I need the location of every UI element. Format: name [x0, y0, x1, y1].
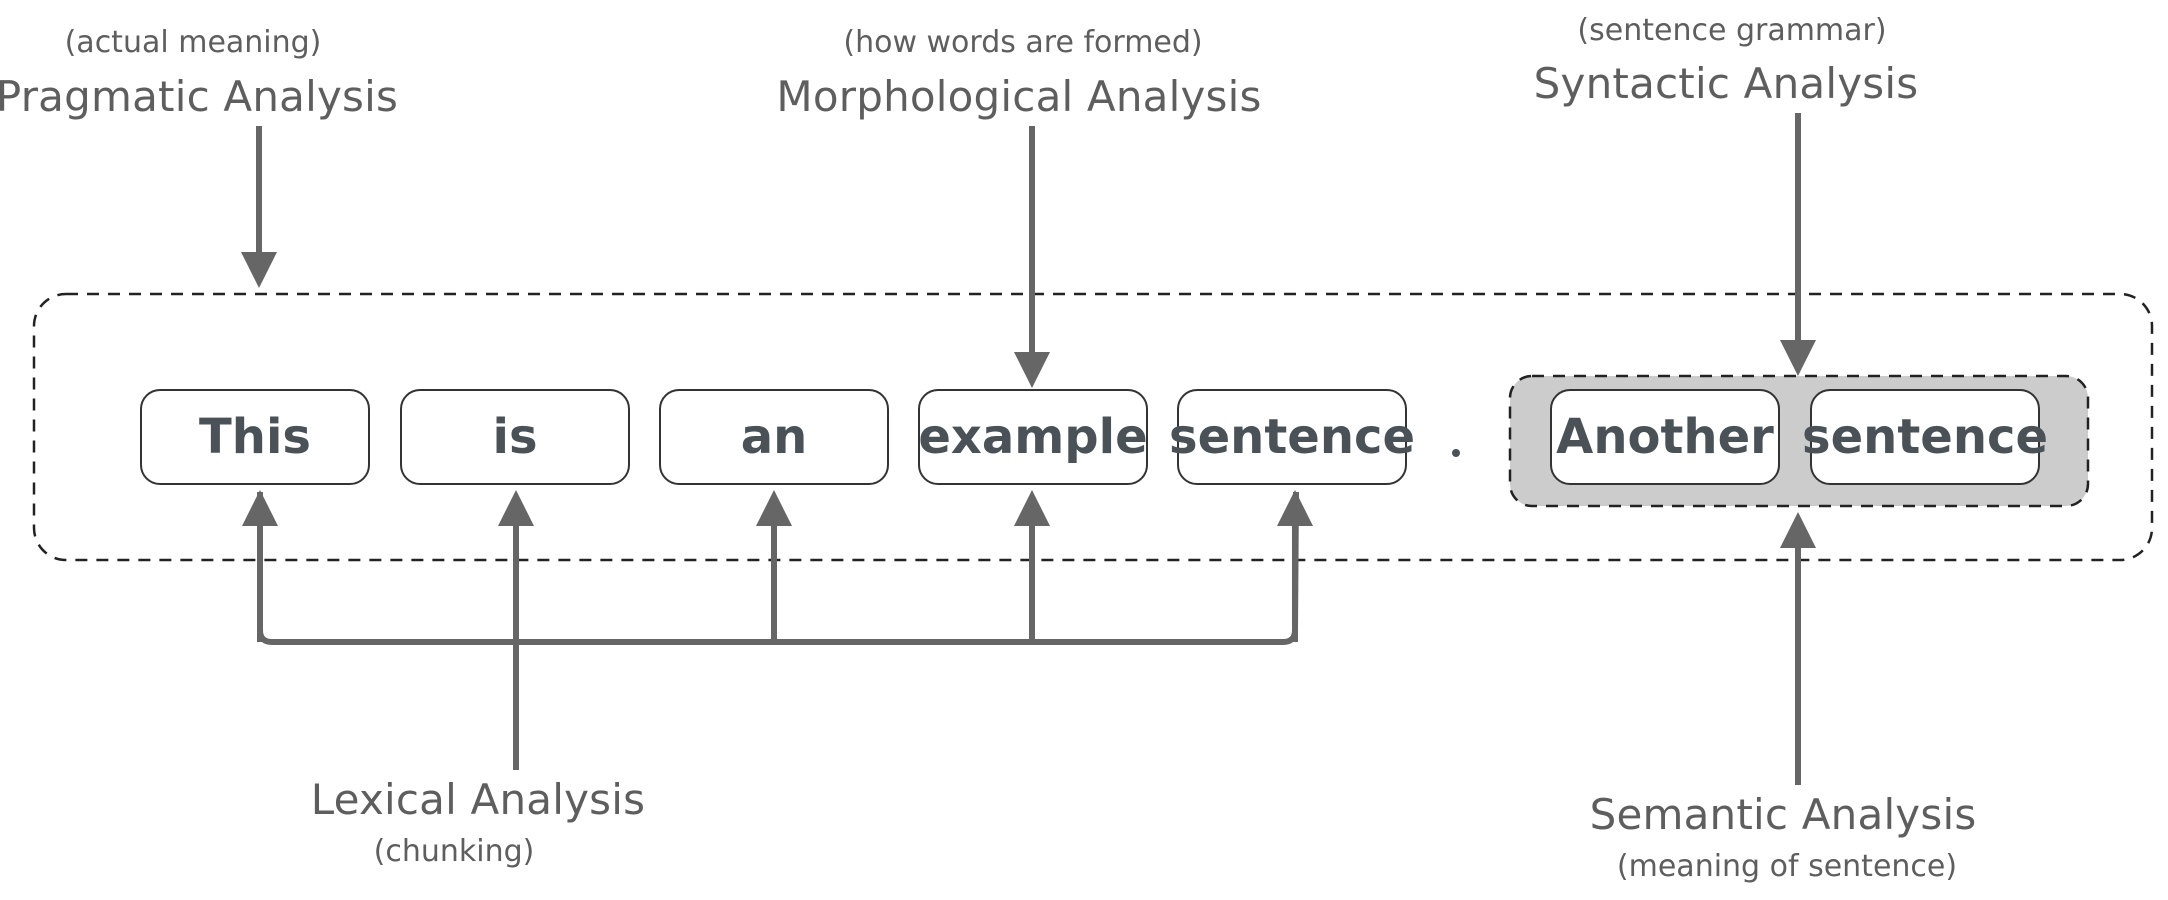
- word-box-example: example: [918, 389, 1148, 485]
- word-box-an: an: [659, 389, 889, 485]
- document-frame: [32, 292, 2154, 562]
- syntactic-note: (sentence grammar): [1577, 13, 1887, 48]
- morphological-note: (how words are formed): [843, 25, 1203, 60]
- sentence-separator: [1452, 449, 1460, 457]
- semantic-note: (meaning of sentence): [1616, 849, 1958, 884]
- word-box-sentence: sentence: [1169, 389, 1415, 485]
- word-box-is: is: [400, 389, 630, 485]
- lexical-title: Lexical Analysis: [310, 775, 646, 824]
- word-box-this: This: [140, 389, 370, 485]
- lexical-bracket: [257, 491, 1299, 770]
- semantic-title: Semantic Analysis: [1589, 790, 1977, 839]
- morphological-title: Morphological Analysis: [776, 72, 1262, 121]
- lexical-note: (chunking): [373, 834, 535, 869]
- word-box-sentence-2: sentence: [1802, 389, 2048, 485]
- pragmatic-note: (actual meaning): [64, 25, 322, 60]
- syntactic-title: Syntactic Analysis: [1533, 59, 1919, 108]
- word-box-another: Another: [1550, 389, 1780, 485]
- pragmatic-title: Pragmatic Analysis: [0, 72, 399, 121]
